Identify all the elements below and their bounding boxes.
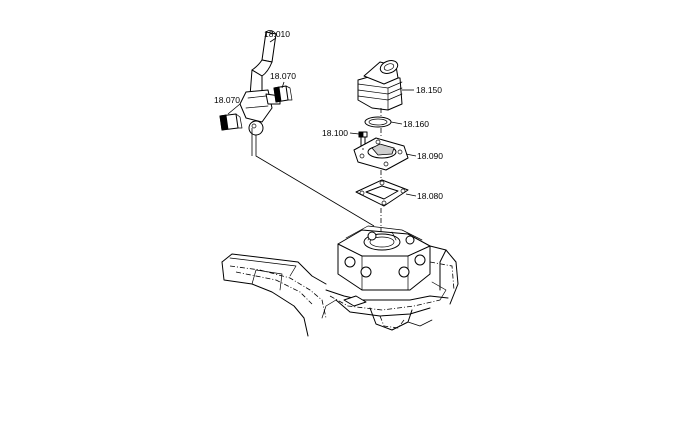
- label-18-070-right: 18.070: [270, 71, 296, 81]
- label-18-150: 18.150: [416, 85, 442, 95]
- leader-lines: [227, 37, 417, 197]
- label-18-010: 18.010: [264, 29, 290, 39]
- part-18-070-block-right[interactable]: [273, 85, 293, 103]
- part-18-010-shift-rod[interactable]: [239, 30, 281, 136]
- part-18-160-o-ring[interactable]: [364, 116, 392, 128]
- assembly-axis-lines: [251, 108, 382, 236]
- transmission-housing: [221, 225, 459, 337]
- part-18-090-cover-flange[interactable]: [353, 137, 409, 171]
- part-18-070-block-left[interactable]: [219, 113, 243, 131]
- label-18-070-left: 18.070: [214, 95, 240, 105]
- part-18-080-gasket[interactable]: [355, 179, 409, 207]
- part-18-150-breather-housing[interactable]: [357, 58, 403, 111]
- label-18-160: 18.160: [403, 119, 429, 129]
- label-18-090: 18.090: [417, 151, 443, 161]
- label-18-100: 18.100: [322, 128, 348, 138]
- label-18-080: 18.080: [417, 191, 443, 201]
